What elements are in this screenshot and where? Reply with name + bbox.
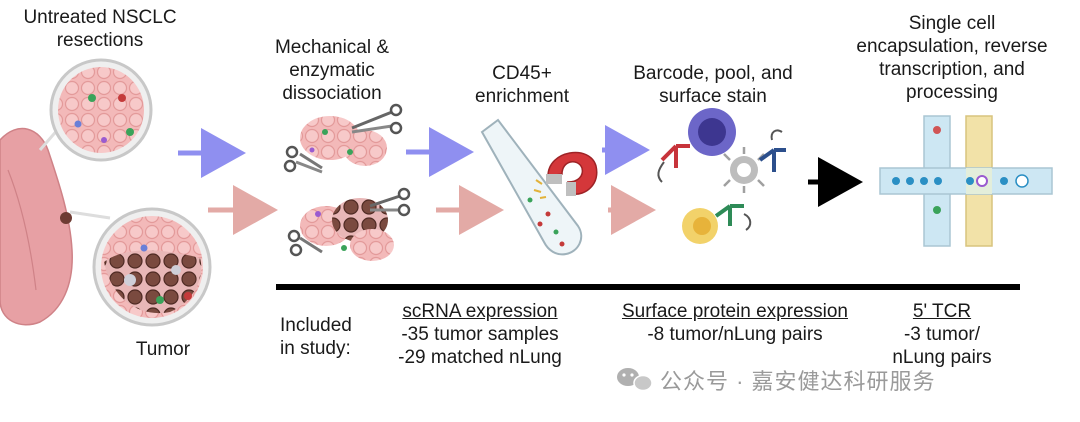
- protein-block: Surface protein expression -8 tumor/nLun…: [604, 300, 866, 346]
- tcr-line-1: -3 tumor/: [903, 324, 981, 345]
- encapsulation-label: Single cell encapsulation, reverse trans…: [856, 13, 1048, 103]
- microfluidic-chip-icon: [879, 115, 1053, 247]
- scrna-block: scRNA expression -35 tumor samples -29 m…: [388, 300, 572, 369]
- test-tube-icon: [480, 118, 583, 256]
- dissociation-tumor-icon: [287, 187, 411, 261]
- barcode-label: Barcode, pool, and surface stain: [633, 63, 793, 107]
- magnet-icon: [533, 151, 598, 199]
- lung-icon: [0, 127, 73, 326]
- enrichment-label: CD45+ enrichment: [475, 63, 569, 107]
- study-label: Included in study:: [280, 315, 352, 359]
- untreated-label: Untreated NSCLC resections: [23, 7, 177, 51]
- watermark-text: 公众号 · 嘉安健达科研服务: [660, 369, 936, 394]
- tcr-line-2: nLung pairs: [892, 347, 992, 368]
- dissociation-label: Mechanical & enzymatic dissociation: [274, 37, 390, 104]
- wechat-icon: [617, 368, 653, 392]
- tumor-nodule-icon: [60, 212, 72, 224]
- scrna-line-2: -29 matched nLung: [398, 347, 562, 368]
- tcr-title: 5' TCR: [912, 301, 972, 322]
- protein-line-1: -8 tumor/nLung pairs: [647, 324, 823, 345]
- resection-tissue-icon: [49, 58, 153, 162]
- tcr-block: 5' TCR -3 tumor/ nLung pairs: [880, 300, 1004, 369]
- dissociation-normal-icon: [283, 103, 403, 174]
- protein-title: Surface protein expression: [621, 301, 848, 322]
- scrna-title: scRNA expression: [402, 301, 558, 322]
- stained-cells-icon: [657, 108, 786, 244]
- scrna-line-1: -35 tumor samples: [401, 324, 559, 345]
- tumor-label: Tumor: [135, 339, 191, 360]
- tumor-tissue-icon: [92, 207, 212, 327]
